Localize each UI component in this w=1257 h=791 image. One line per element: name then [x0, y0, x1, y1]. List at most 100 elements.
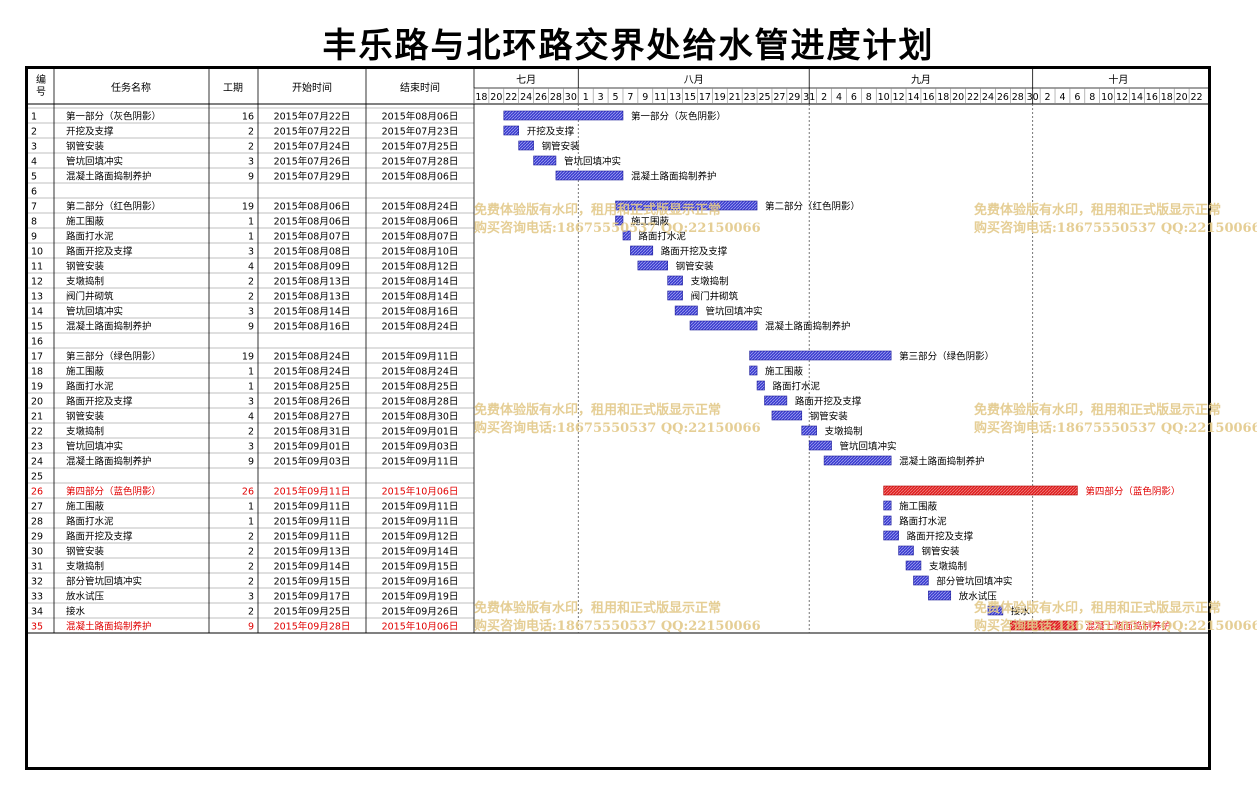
task-name: 支墩捣制	[66, 561, 104, 573]
task-id: 9	[31, 232, 37, 243]
task-end: 2015年09月15日	[382, 561, 459, 573]
task-end: 2015年08月07日	[382, 231, 459, 243]
task-end: 2015年09月01日	[382, 426, 459, 438]
task-id: 32	[31, 577, 43, 588]
task-id: 34	[31, 607, 43, 618]
bars-layer: 第一部分（灰色阴影）开挖及支撑钢管安装管坑回填冲实混凝土路面捣制养护第二部分（红…	[503, 111, 1180, 633]
task-id: 35	[31, 622, 43, 633]
task-start: 2015年08月25日	[274, 381, 351, 393]
day-tick-label: 1	[583, 92, 589, 103]
day-tick-label: 28	[550, 92, 562, 103]
task-duration: 1	[248, 232, 254, 243]
gantt-bar	[764, 395, 788, 406]
task-end: 2015年08月16日	[382, 306, 459, 318]
day-tick-label: 20	[952, 92, 964, 103]
gantt-bar	[667, 275, 683, 286]
task-start: 2015年08月27日	[274, 411, 351, 423]
gantt-bar	[1010, 620, 1078, 631]
task-name: 钢管安装	[66, 261, 105, 273]
bar-label: 第三部分（绿色阴影）	[899, 351, 994, 363]
gantt-bar	[749, 350, 892, 361]
task-duration: 2	[248, 577, 254, 588]
gantt-bar	[622, 230, 631, 241]
task-end: 2015年09月19日	[382, 591, 459, 603]
watermark-line2: 购买咨询电话:18675550537 QQ:22150066	[474, 619, 761, 634]
day-tick-label: 29	[788, 92, 800, 103]
watermark-line2: 购买咨询电话:18675550537 QQ:22150066	[974, 619, 1257, 634]
bar-label: 管坑回填冲实	[705, 306, 762, 318]
task-end: 2015年08月14日	[382, 276, 459, 288]
task-end: 2015年09月11日	[382, 351, 459, 363]
bar-label: 混凝土路面捣制养护	[631, 171, 717, 183]
task-start: 2015年09月14日	[274, 561, 351, 573]
task-end: 2015年09月26日	[382, 606, 459, 618]
day-tick-label: 30	[1027, 92, 1039, 103]
bar-label: 混凝土路面捣制养护	[1085, 621, 1171, 633]
task-id: 7	[31, 202, 37, 213]
task-id: 30	[31, 547, 43, 558]
task-end: 2015年09月03日	[382, 441, 459, 453]
gantt-bar	[756, 380, 765, 391]
task-name: 钢管安装	[66, 411, 105, 423]
task-end: 2015年08月06日	[382, 111, 459, 123]
bar-label: 第四部分（蓝色阴影）	[1085, 486, 1180, 498]
gantt-bar	[615, 215, 624, 226]
column-header: 开始时间	[292, 81, 332, 94]
task-name: 路面打水泥	[66, 381, 114, 393]
bar-label: 开挖及支撑	[527, 126, 575, 138]
task-id: 13	[31, 292, 43, 303]
month-label: 七月	[516, 74, 536, 86]
gantt-bar	[801, 425, 817, 436]
task-duration: 1	[248, 382, 254, 393]
day-tick-label: 8	[866, 92, 872, 103]
task-start: 2015年09月11日	[274, 486, 351, 498]
task-name: 路面开挖及支撑	[66, 396, 133, 408]
day-tick-label: 17	[699, 92, 711, 103]
task-start: 2015年07月22日	[274, 126, 351, 138]
task-start: 2015年09月11日	[274, 516, 351, 528]
task-duration: 1	[248, 217, 254, 228]
task-start: 2015年09月13日	[274, 546, 351, 558]
task-end: 2015年08月24日	[382, 201, 459, 213]
task-duration: 2	[248, 277, 254, 288]
bar-label: 接水	[1011, 606, 1031, 618]
task-start: 2015年09月11日	[274, 501, 351, 513]
gantt-bar	[883, 485, 1078, 496]
task-duration: 2	[248, 532, 254, 543]
bar-label: 管坑回填冲实	[840, 441, 897, 453]
task-end: 2015年08月24日	[382, 321, 459, 333]
gantt-bar	[928, 590, 952, 601]
bar-label: 钢管安装	[810, 411, 849, 423]
day-tick-label: 18	[937, 92, 949, 103]
gantt-bar	[898, 545, 914, 556]
gantt-bar	[905, 560, 922, 571]
bar-label: 路面开挖及支撑	[795, 396, 862, 408]
day-tick-label: 31	[803, 92, 815, 103]
bar-label: 放水试压	[959, 591, 998, 603]
task-id: 4	[31, 157, 37, 168]
task-end: 2015年08月28日	[382, 396, 459, 408]
gantt-bar	[749, 365, 758, 376]
task-name: 部分管坑回填冲实	[66, 576, 142, 588]
page-title: 丰乐路与北环路交界处给水管进度计划	[322, 26, 935, 66]
day-tick-label: 9	[642, 92, 648, 103]
task-start: 2015年08月13日	[274, 291, 351, 303]
task-id: 28	[31, 517, 43, 528]
grid-layer	[28, 69, 1208, 634]
task-duration: 3	[248, 157, 254, 168]
task-id: 20	[31, 397, 43, 408]
task-name: 第三部分（绿色阴影）	[66, 351, 161, 363]
task-start: 2015年09月28日	[274, 621, 351, 633]
task-duration: 3	[248, 397, 254, 408]
task-id: 1	[31, 112, 37, 123]
gantt-bar	[883, 515, 892, 526]
day-tick-label: 19	[714, 92, 726, 103]
task-name: 混凝土路面捣制养护	[66, 621, 152, 633]
task-id: 25	[31, 472, 43, 483]
bar-label: 钢管安装	[542, 141, 581, 153]
task-id: 2	[31, 127, 37, 138]
task-start: 2015年07月26日	[274, 156, 351, 168]
gantt-bar	[667, 290, 683, 301]
task-start: 2015年09月17日	[274, 591, 351, 603]
